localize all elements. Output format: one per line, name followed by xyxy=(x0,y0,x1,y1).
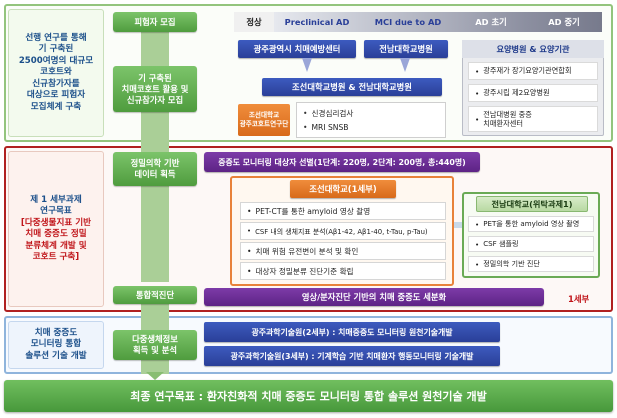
combined-hospitals: 조선대학교병원 & 전남대학교병원 xyxy=(262,78,442,96)
chonnam-hospital: 전남대학교병원 xyxy=(364,40,448,58)
chonnam-item: PET을 통한 amyloid 영상 촬영 xyxy=(468,216,594,232)
hospital-item: 광주재가 장기요양기관연합회 xyxy=(468,62,598,80)
recruit-label: 피험자 모집 xyxy=(113,12,197,32)
hospital-item: 전남대병원 중증 치매환자센터 xyxy=(468,106,598,132)
monitoring-description-text: 치매 중증도 모니터링 통합 솔루션 기술 개발 xyxy=(25,327,87,361)
down-arrow-left xyxy=(302,58,312,72)
subproject1-goal-label: 연구목표 xyxy=(40,206,72,216)
chonnam-item: 정밀의학 기반 진단 xyxy=(468,256,594,272)
flow-arrow-4 xyxy=(141,302,169,330)
bioinfo-label: 다중생체정보 획득 및 분석 xyxy=(113,330,197,360)
down-arrow-right xyxy=(400,58,410,72)
flow-arrow-3 xyxy=(141,186,169,282)
gwangju-dementia-center: 광주광역시 치매예방센터 xyxy=(238,40,356,58)
connector-arrow xyxy=(454,222,464,228)
gist-subproject2-bar: 광주과학기술원(2세부) : 치매중증도 모니터링 원천기술개발 xyxy=(204,322,500,342)
subproject-1-tag: 1세부 xyxy=(568,294,590,304)
monitoring-selection-bar: 중증도 모니터링 대상자 선별(1단계: 220명, 2단계: 200명, 총:… xyxy=(204,152,480,172)
chosun-item: PET-CT를 통한 amyloid 영상 촬영 xyxy=(240,202,446,220)
flow-arrowhead-2 xyxy=(146,372,164,380)
stage-header-preclinical: Preclinical AD xyxy=(274,12,360,32)
chonnam-item: CSF 샘플링 xyxy=(468,236,594,252)
chosun-item: 대상자 정밀분류 진단기준 확립 xyxy=(240,262,446,280)
recruitment-description: 선행 연구를 통해 기 구축된 2500여명의 대규모 코호트와 신규참가자를 … xyxy=(8,9,104,137)
subproject1-goal-text: [다중생물지표 기반 치매 중증도 정밀 분류체계 개발 및 코호트 구축] xyxy=(20,217,92,263)
final-research-goal: 최종 연구목표 : 환자친화적 치매 중증도 모니터링 통합 솔루션 원천기술 … xyxy=(4,380,613,412)
test-item: MRI SNSB xyxy=(303,120,439,134)
recruitment-description-text: 선행 연구를 통해 기 구축된 2500여명의 대규모 코호트와 신규참가자를 … xyxy=(18,32,94,112)
gist-subproject3-bar: 광주과학기술원(3세부) : 기계학습 기반 치매환자 행동모니터링 기술개발 xyxy=(204,346,500,366)
monitoring-description: 치매 중증도 모니터링 통합 솔루션 기술 개발 xyxy=(8,321,104,369)
test-item: 신경심리검사 xyxy=(303,106,439,120)
chonnam-title: 전남대학교(위탁과제1) xyxy=(476,196,588,212)
stage-header-ad-early: AD 초기 xyxy=(456,12,526,32)
subproject1-title: 제 1 세부과제 xyxy=(30,194,82,205)
flow-arrow-5 xyxy=(141,360,169,374)
precision-data-label: 정밀의학 기반 데이터 획득 xyxy=(113,152,197,186)
stage-header-ad-mid: AD 중기 xyxy=(526,12,602,32)
stage-header-normal: 정상 xyxy=(234,12,274,32)
nursing-hospitals-title: 요양병원 & 요양기관 xyxy=(462,40,604,58)
stage-header-mci: MCI due to AD xyxy=(360,12,456,32)
flow-arrow-1 xyxy=(141,30,169,66)
chosun-title: 조선대학교(1세부) xyxy=(290,180,396,198)
severity-classification-bar: 영상/분자진단 기반의 치매 중증도 세분화 xyxy=(204,288,544,306)
integrated-diagnosis-label: 통합적진단 xyxy=(113,286,197,304)
cohort-label: 기 구축된 치매코호트 활용 및 신규참가자 모집 xyxy=(113,66,197,112)
cohort-tests-list: 신경심리검사 MRI SNSB xyxy=(296,102,446,138)
subproject1-description: 제 1 세부과제 연구목표 [다중생물지표 기반 치매 중증도 정밀 분류체계 … xyxy=(8,151,104,307)
chosun-cohort-group: 조선대학교 광주코호트연구단 xyxy=(238,104,290,136)
chosun-item: 치매 위험 유전변이 분석 및 확인 xyxy=(240,242,446,260)
flow-arrow-2 xyxy=(141,112,169,152)
chosun-item: CSF 내의 생체지표 분석(Aβ1-42, Aβ1-40, t-Tau, p-… xyxy=(240,222,446,240)
hospital-item: 광주시립 제2요양병원 xyxy=(468,84,598,102)
